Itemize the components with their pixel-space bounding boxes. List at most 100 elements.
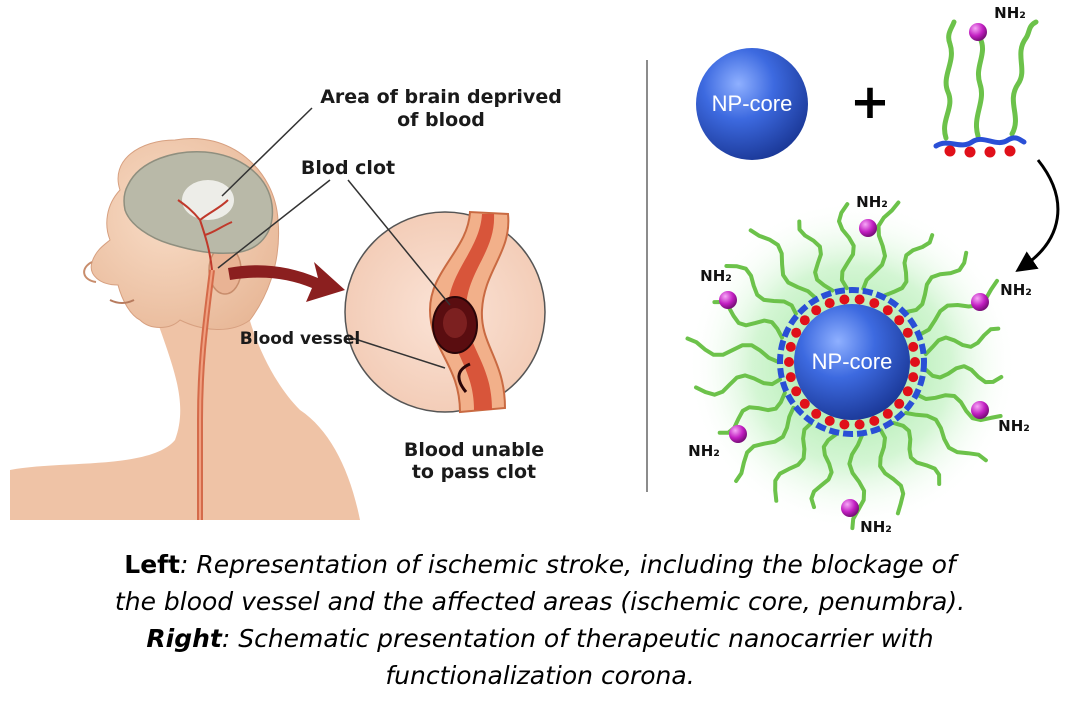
polymer-chain	[797, 219, 835, 293]
np-core-label: NP-core	[712, 91, 793, 116]
anchor-dot	[839, 419, 850, 430]
anchor-dot	[908, 372, 919, 383]
amine-ball-4	[729, 425, 747, 443]
deprived-area	[182, 180, 234, 220]
anchor-dot	[824, 298, 835, 309]
flow-arrow	[457, 362, 471, 393]
np-core-sphere	[696, 48, 808, 160]
polymer-chain	[923, 364, 1004, 385]
caption-line-1-text: : Representation of ischemic stroke, inc…	[180, 550, 956, 579]
caption-line-4: functionalization corona.	[385, 661, 695, 690]
np-core-sphere-assembled	[794, 304, 910, 420]
polymer-chain	[904, 411, 988, 463]
anchor-dot	[799, 398, 810, 409]
polymer-chain	[861, 200, 901, 291]
anchor-dot	[894, 398, 905, 409]
amine-ball-top	[969, 23, 987, 41]
assembled-nanocarrier: NP-core NH₂ NH₂ NH₂ NH₂ NH₂ NH₂	[685, 193, 1032, 536]
polymer-chain	[694, 373, 782, 397]
caption-line-3: Right: Schematic presentation of therape…	[0, 620, 1080, 657]
leader-clot-b	[347, 179, 451, 306]
polymer-chain	[837, 202, 856, 291]
brain-vessels	[177, 199, 233, 271]
reaction-arrow	[1015, 159, 1060, 272]
amine-ball-1	[859, 219, 877, 237]
nanocarrier-schematic: NP-core + NH₂ NP-core N	[685, 4, 1060, 536]
polymer-chain	[724, 264, 798, 316]
amine-label-3: NH₂	[1000, 281, 1032, 299]
polymer-chain	[882, 233, 935, 298]
figure-caption: Left: Representation of ischemic stroke,…	[0, 546, 1080, 694]
plus-sign: +	[850, 74, 890, 130]
anchor-dot	[784, 357, 794, 367]
label-brain-line1: Area of brain deprived	[320, 86, 562, 108]
anchor-dot	[811, 408, 822, 419]
polymer-chain	[918, 278, 999, 337]
label-unable-line1: Blood unable	[404, 439, 544, 461]
anchor-dot	[902, 327, 913, 338]
leader-clot-a	[217, 179, 331, 269]
leader-vessel	[351, 337, 446, 369]
polymer-chain	[773, 421, 813, 503]
anchor-dot	[791, 386, 802, 397]
anchor-dot	[894, 315, 905, 326]
anchor-dot	[910, 357, 920, 367]
caption-line-1: Left: Representation of ischemic stroke,…	[0, 546, 1080, 583]
mouth	[109, 299, 135, 304]
pointer-arrow	[228, 262, 345, 302]
nose	[83, 261, 97, 283]
polymer-chain	[809, 432, 839, 510]
polymer-chain	[748, 228, 817, 300]
anchor-dot	[854, 294, 865, 305]
anchor-dot	[869, 415, 880, 426]
amine-ball-5	[971, 401, 989, 419]
anchor-dot	[882, 408, 893, 419]
anchor-dot	[908, 341, 919, 352]
clot-texture	[443, 308, 467, 338]
anchor-dot	[882, 305, 893, 316]
caption-left-key: Left	[124, 550, 180, 579]
amine-ball-3	[971, 293, 989, 311]
leader-brain	[221, 107, 313, 197]
amine-ball-2	[719, 291, 737, 309]
amine-label-5: NH₂	[998, 417, 1030, 435]
anchor-dot	[902, 386, 913, 397]
anchor-dots	[784, 294, 920, 430]
polymer-chain	[891, 421, 942, 486]
amine-label-1: NH₂	[856, 193, 888, 211]
caption-line-3-text: : Schematic presentation of therapeutic …	[221, 624, 934, 653]
anchor-dot	[824, 415, 835, 426]
anchor-dot	[799, 315, 810, 326]
np-core-label-assembled: NP-core	[812, 349, 893, 374]
label-vessel: Blood vessel	[240, 329, 360, 349]
anchor-dot	[869, 298, 880, 309]
polymer-chain	[923, 326, 1001, 357]
anchor-dot	[839, 294, 850, 305]
caption-right-key: Right	[146, 624, 222, 653]
label-brain-line2: of blood	[397, 109, 485, 131]
anchor-dot	[811, 305, 822, 316]
caption-line-2: the blood vessel and the affected areas …	[114, 587, 966, 616]
neck-vessel-inner	[199, 269, 213, 520]
amine-label-4: NH₂	[688, 442, 720, 460]
figure: Area of brain deprived of blood Blod clo…	[10, 4, 1060, 536]
anchor-dot	[854, 419, 865, 430]
amine-label-2: NH₂	[700, 267, 732, 285]
anchor-dot	[785, 341, 796, 352]
polymer-chain	[878, 428, 906, 516]
stroke-illustration: Area of brain deprived of blood Blod clo…	[10, 86, 562, 520]
label-clot: Blod clot	[301, 157, 395, 179]
label-unable-line2: to pass clot	[412, 461, 536, 483]
amine-ball-6	[841, 499, 859, 517]
polymer-chain	[904, 250, 969, 314]
ligand-molecule: NH₂	[933, 4, 1039, 158]
amine-label-6: NH₂	[860, 518, 892, 536]
polymer-chain	[685, 336, 780, 364]
backbone-ring	[777, 287, 927, 437]
polymer-chain	[916, 393, 1003, 423]
polymer-chain	[734, 405, 796, 483]
anchor-dot	[791, 327, 802, 338]
neck-shoulder	[10, 300, 360, 520]
anchor-dot	[785, 372, 796, 383]
amine-label-top: NH₂	[994, 4, 1026, 22]
